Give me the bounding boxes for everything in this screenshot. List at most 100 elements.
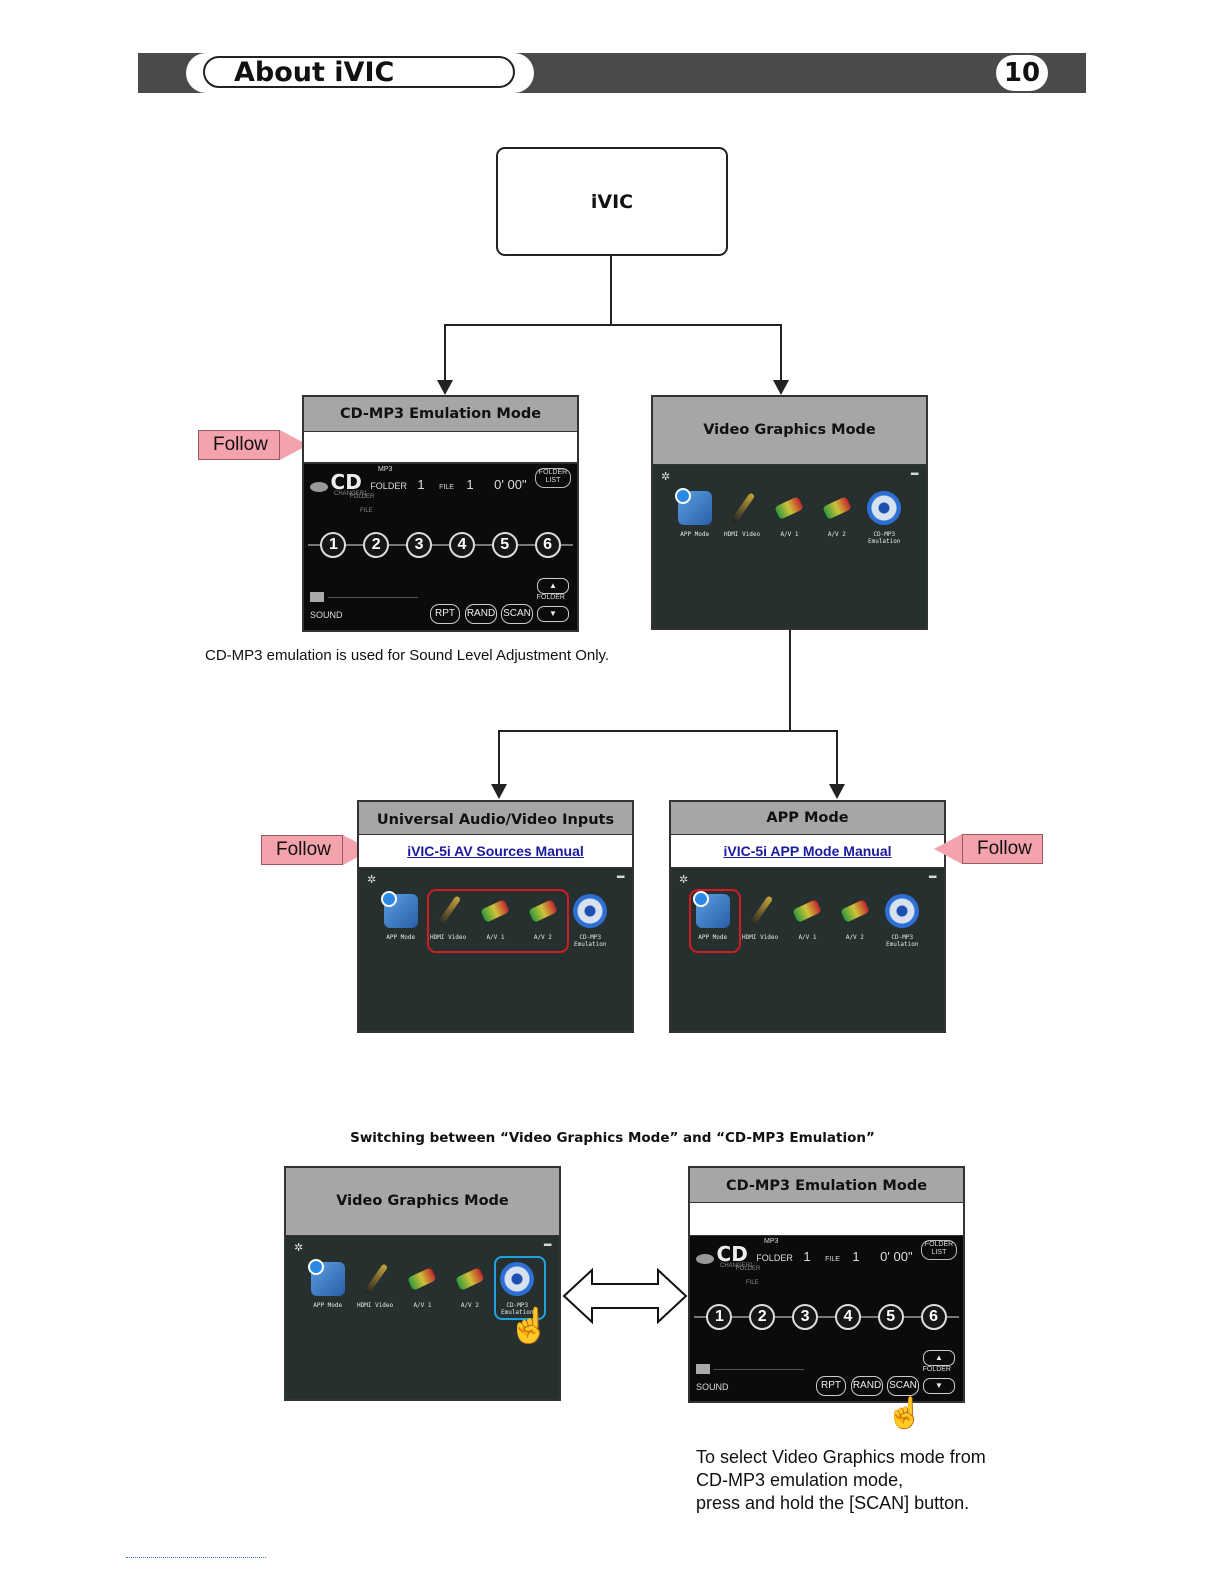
app-mode-icon xyxy=(692,891,730,928)
cd-mp3-screen: CD FOLDER 1 FILE 1 0' 00" CHANGER1 MP3 F… xyxy=(304,464,577,630)
av2-tile[interactable]: A/V 2 xyxy=(447,1262,493,1316)
video-graphics-panel-title: Video Graphics Mode xyxy=(653,397,926,465)
app-icon-row: APP Mode HDMI Video A/V 1 A/V 2 CD-MP3 E… xyxy=(671,891,944,948)
cd-mp3-emulation-tile[interactable]: CD-MP3 Emulation xyxy=(879,894,925,948)
av1-tile[interactable]: A/V 1 xyxy=(399,1262,445,1316)
scan-button[interactable]: SCAN xyxy=(501,604,533,624)
cd-time: 0' 00" xyxy=(494,477,527,492)
disc-6-button[interactable]: 6 xyxy=(920,1304,947,1330)
instruction-line-2: CD-MP3 emulation mode, xyxy=(696,1470,904,1490)
hdmi-video-tile[interactable]: HDMI Video xyxy=(425,894,471,948)
gear-icon[interactable]: ✲ xyxy=(294,1242,304,1254)
disc-2-button[interactable]: 2 xyxy=(749,1304,776,1330)
av-sources-manual-link[interactable]: iVIC-5i AV Sources Manual xyxy=(407,843,584,859)
av2-tile[interactable]: A/V 2 xyxy=(832,894,878,948)
cd-mp3-emulation-label: CD-MP3 Emulation xyxy=(573,934,607,948)
cd-file-num: 1 xyxy=(466,477,474,492)
rand-button[interactable]: RAND xyxy=(465,604,497,624)
cd-mp3-emulation-tile[interactable]: CD-MP3 Emulation xyxy=(567,894,613,948)
grid-menu-icon[interactable]: ▪▪▪ xyxy=(928,872,937,883)
hdmi-video-tile[interactable]: HDMI Video xyxy=(719,491,765,545)
hdmi-video-tile[interactable]: HDMI Video xyxy=(352,1262,398,1316)
scan-button[interactable]: SCAN xyxy=(887,1376,919,1396)
folder-down-button[interactable]: ▼ xyxy=(537,606,569,622)
av2-label: A/V 2 xyxy=(827,531,846,538)
follow-label-top: Follow xyxy=(213,434,268,455)
folder-list-button[interactable]: FOLDER LIST xyxy=(921,1240,957,1260)
disc-2-button[interactable]: 2 xyxy=(363,532,390,558)
folder-up-button[interactable]: ▲ xyxy=(923,1350,955,1366)
arrowhead-right xyxy=(773,380,789,395)
sound-label: SOUND xyxy=(310,610,343,620)
cd-folder-num: 1 xyxy=(417,477,425,492)
hdmi-video-tile[interactable]: HDMI Video xyxy=(737,894,783,948)
disc-3-button[interactable]: 3 xyxy=(406,532,433,558)
disc-4-button[interactable]: 4 xyxy=(448,532,475,558)
disc-5-button[interactable]: 5 xyxy=(877,1304,904,1330)
app-mode-tile[interactable]: APP Mode xyxy=(690,891,736,948)
sound-label: SOUND xyxy=(696,1382,729,1392)
hdmi-cable-icon xyxy=(743,894,777,928)
cd-mp3-emulation-label: CD-MP3 Emulation xyxy=(867,531,901,545)
av1-tile[interactable]: A/V 1 xyxy=(472,894,518,948)
arrowhead-av xyxy=(491,784,507,799)
cd-mp3-emulation-label: CD-MP3 Emulation xyxy=(500,1302,534,1316)
connector-right-down xyxy=(780,324,782,382)
app-mode-manual-link[interactable]: iVIC-5i APP Mode Manual xyxy=(723,843,892,859)
cd-mp3-highlight xyxy=(494,1256,546,1320)
volume-track[interactable] xyxy=(328,597,418,598)
folder-list-button[interactable]: FOLDER LIST xyxy=(535,468,571,488)
disc-6-button[interactable]: 6 xyxy=(534,532,561,558)
app-mode-tile[interactable]: APP Mode xyxy=(305,1259,351,1316)
header-title-frame xyxy=(203,56,515,88)
disc-1-button[interactable]: 1 xyxy=(706,1304,733,1330)
disc-1-button[interactable]: 1 xyxy=(320,532,347,558)
grid-menu-icon[interactable]: ▪▪▪ xyxy=(910,469,919,480)
av2-tile[interactable]: A/V 2 xyxy=(814,491,860,545)
av1-tile[interactable]: A/V 1 xyxy=(784,894,830,948)
video-graphics-screen-bottom: ✲ ▪▪▪ APP Mode HDMI Video A/V 1 A/V 2 CD… xyxy=(286,1236,559,1399)
gear-icon[interactable]: ✲ xyxy=(679,874,689,886)
cd-mp3-panel-subbar xyxy=(304,432,577,464)
av-cable-icon xyxy=(790,894,824,928)
instruction-line-1: To select Video Graphics mode from xyxy=(696,1447,986,1467)
pointing-hand-icon: ☝ xyxy=(885,1396,924,1431)
gear-icon[interactable]: ✲ xyxy=(661,471,671,483)
av2-tile[interactable]: A/V 2 xyxy=(520,894,566,948)
grid-menu-icon[interactable]: ▪▪▪ xyxy=(616,872,625,883)
cd-mp3-emulation-tile[interactable]: CD-MP3 Emulation xyxy=(861,491,907,545)
footer-rule xyxy=(126,1557,266,1558)
disc-4-button[interactable]: 4 xyxy=(834,1304,861,1330)
cd-mp3-panel-bottom-subbar xyxy=(690,1203,963,1237)
cd-mp3-emulation-tile[interactable]: CD-MP3 Emulation xyxy=(494,1262,540,1316)
connector-av-down xyxy=(498,730,500,786)
pointing-hand-icon: ☝ xyxy=(507,1306,551,1346)
disc-3-button[interactable]: 3 xyxy=(792,1304,819,1330)
universal-av-panel-subbar: iVIC-5i AV Sources Manual xyxy=(359,835,632,869)
connector-root-horizontal xyxy=(444,324,782,326)
av1-label: A/V 1 xyxy=(780,531,799,538)
av1-tile[interactable]: A/V 1 xyxy=(766,491,812,545)
connector-root-down xyxy=(610,256,612,326)
rpt-button[interactable]: RPT xyxy=(430,604,460,624)
cd-disc-icon xyxy=(867,491,902,525)
folder-down-button[interactable]: ▼ xyxy=(923,1378,955,1394)
hdmi-video-label: HDMI Video xyxy=(724,531,761,538)
video-graphics-panel-bottom-title: Video Graphics Mode xyxy=(286,1168,559,1236)
disc-rail xyxy=(694,1316,959,1318)
volume-track[interactable] xyxy=(714,1369,804,1370)
rand-button[interactable]: RAND xyxy=(851,1376,883,1396)
cd-disc-icon xyxy=(885,894,920,928)
gear-icon[interactable]: ✲ xyxy=(367,874,377,886)
rpt-button[interactable]: RPT xyxy=(816,1376,846,1396)
app-mode-tile[interactable]: APP Mode xyxy=(672,488,718,545)
app-mode-tile[interactable]: APP Mode xyxy=(378,891,424,948)
grid-menu-icon[interactable]: ▪▪▪ xyxy=(543,1240,552,1251)
cd-folder-label: FOLDER xyxy=(756,1253,793,1263)
follow-label-app: Follow xyxy=(977,838,1032,859)
av-cable-icon xyxy=(453,1262,487,1296)
cd-changer-label: CHANGER1 xyxy=(720,1263,754,1269)
disc-5-button[interactable]: 5 xyxy=(491,532,518,558)
cd-row-file: FILE xyxy=(360,508,373,514)
folder-up-button[interactable]: ▲ xyxy=(537,578,569,594)
